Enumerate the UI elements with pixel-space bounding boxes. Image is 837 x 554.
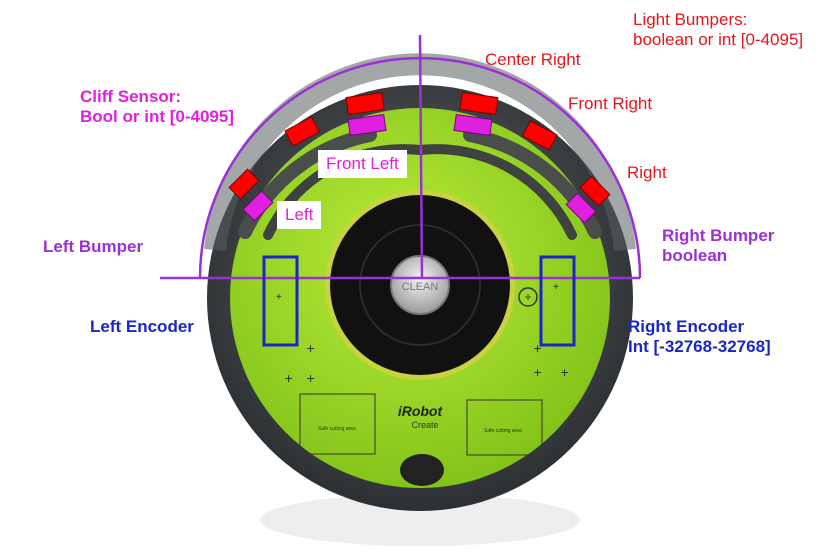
svg-text:+: + xyxy=(284,372,293,385)
plus-button-glyph: + xyxy=(524,290,531,304)
label-front-right: Front Right xyxy=(568,94,652,114)
label-right-bumper: Right Bumper boolean xyxy=(662,226,774,265)
label-right-encoder-line1: Right Encoder xyxy=(628,317,771,337)
label-left-bumper: Left Bumper xyxy=(43,237,143,257)
light-bumpers-title-line2: boolean or int [0-4095] xyxy=(633,30,803,50)
brand-logo: iRobot xyxy=(398,403,444,419)
label-left: Left xyxy=(277,201,321,229)
label-left-encoder: Left Encoder xyxy=(90,317,194,337)
cliff-sensor-title-line2: Bool or int [0-4095] xyxy=(80,107,234,127)
brand-model: Create xyxy=(411,420,438,430)
cliff-sensor-title: Cliff Sensor: Bool or int [0-4095] xyxy=(80,87,234,126)
label-right: Right xyxy=(627,163,667,183)
svg-text:+: + xyxy=(560,366,569,379)
clean-button-label: CLEAN xyxy=(402,281,439,293)
svg-text:+: + xyxy=(533,366,542,379)
label-center-right: Center Right xyxy=(485,50,580,70)
svg-text:+: + xyxy=(306,342,315,355)
right-encoder-marker: + xyxy=(553,282,559,293)
cargo-area-right-label: Safe cutting area xyxy=(484,428,522,434)
cliff-sensor-title-line1: Cliff Sensor: xyxy=(80,87,234,107)
label-front-left: Front Left xyxy=(318,150,407,178)
label-right-bumper-line2: boolean xyxy=(662,246,774,266)
svg-text:+: + xyxy=(306,372,315,385)
label-right-encoder-line2: Int [-32768-32768] xyxy=(628,337,771,357)
rear-grip xyxy=(400,454,444,486)
cargo-area-left-label: Safe cutting area xyxy=(318,426,356,432)
light-bumpers-title-line1: Light Bumpers: xyxy=(633,10,803,30)
label-right-bumper-line1: Right Bumper xyxy=(662,226,774,246)
light-bumpers-title: Light Bumpers: boolean or int [0-4095] xyxy=(633,10,803,49)
label-right-encoder: Right Encoder Int [-32768-32768] xyxy=(628,317,771,356)
left-encoder-marker: + xyxy=(276,292,282,303)
